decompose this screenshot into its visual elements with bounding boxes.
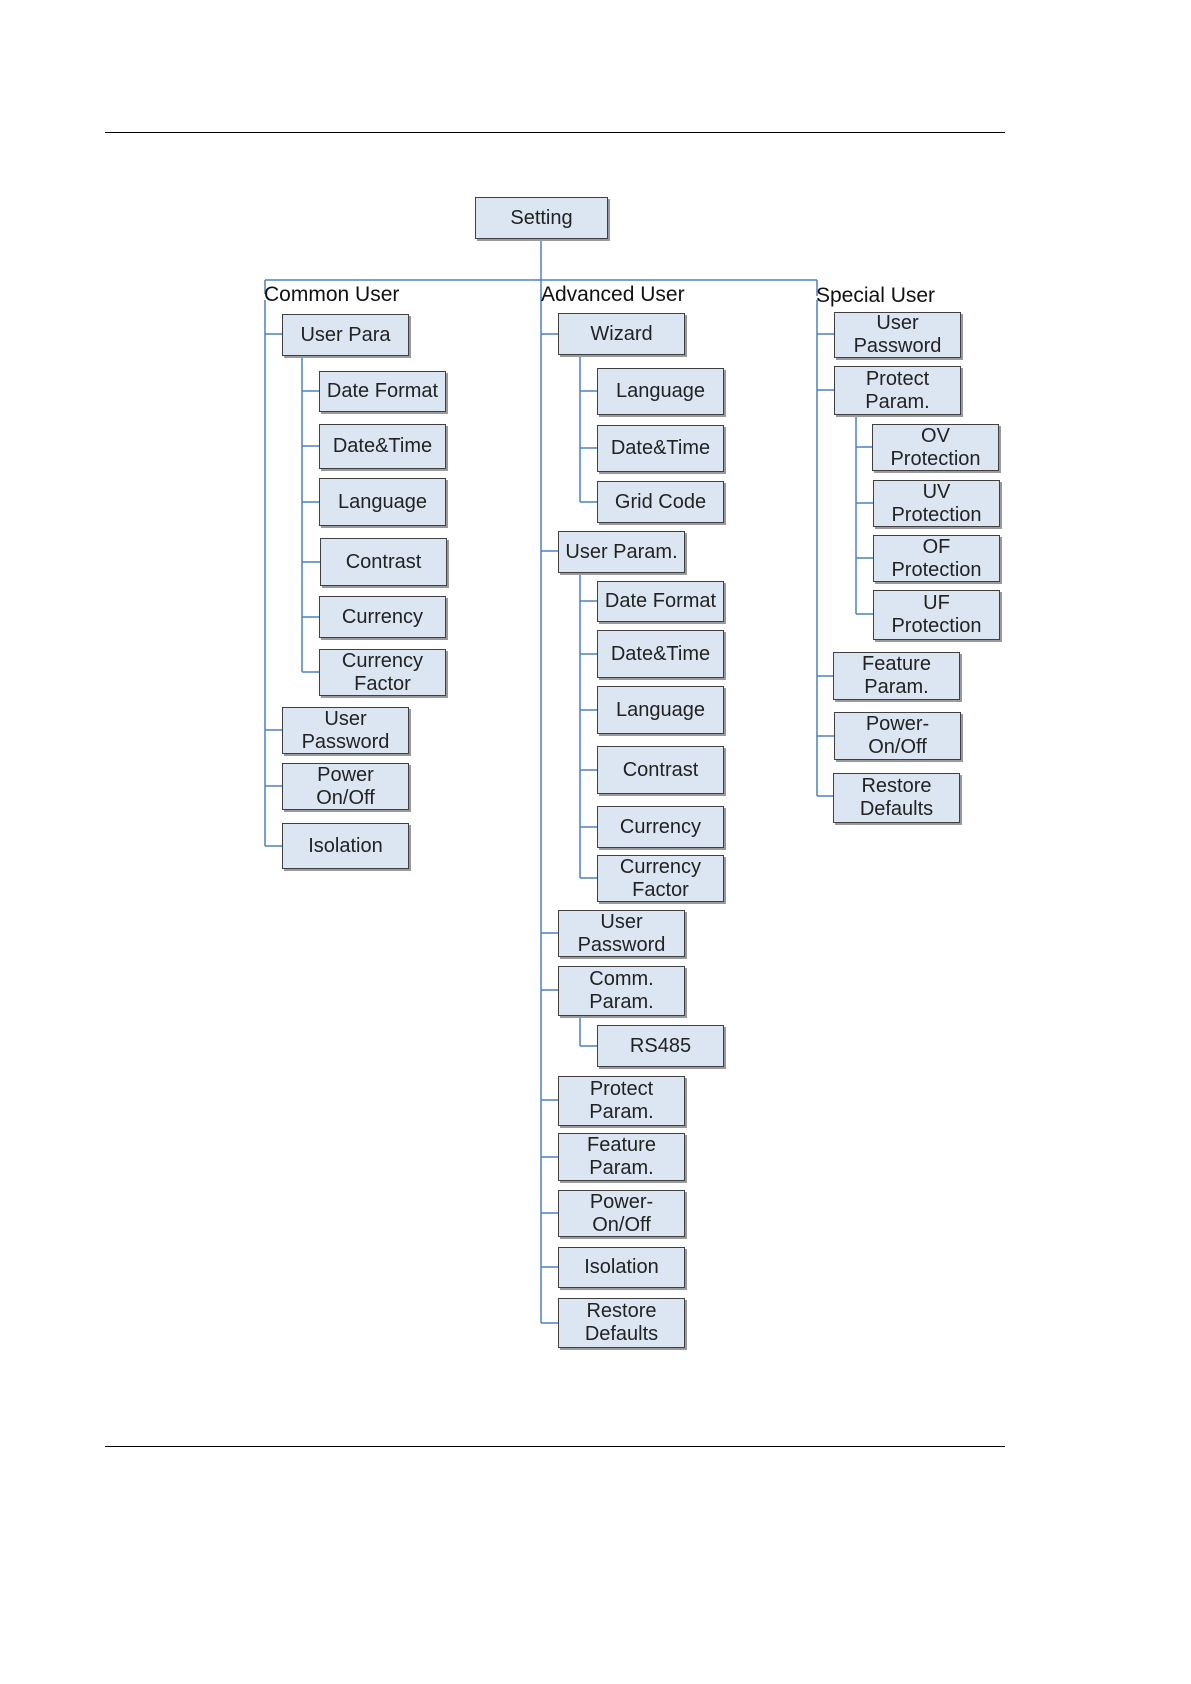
advanced-user-password-box: User Password [558, 910, 685, 957]
ov-protection-box: OV Protection [872, 424, 999, 471]
common-date-time-box: Date&Time [319, 424, 446, 469]
footer-rule [105, 1446, 1005, 1447]
common-currency-box: Currency [319, 596, 446, 638]
common-user-para-box: User Para [282, 314, 409, 356]
advanced-contrast-box: Contrast [597, 746, 724, 794]
advanced-isolation-box: Isolation [558, 1247, 685, 1288]
advanced-restore-defaults-box: Restore Defaults [558, 1298, 685, 1348]
special-restore-defaults-box: Restore Defaults [833, 773, 960, 823]
common-user-password-box: User Password [282, 707, 409, 754]
uf-protection-box: UF Protection [873, 590, 1000, 640]
common-isolation-box: Isolation [282, 823, 409, 869]
advanced-user-label: Advanced User [541, 283, 685, 306]
wizard-language-box: Language [597, 368, 724, 415]
advanced-protect-param-box: Protect Param. [558, 1076, 685, 1126]
advanced-date-time-box: Date&Time [597, 630, 724, 678]
of-protection-box: OF Protection [873, 535, 1000, 582]
special-protect-param-box: Protect Param. [834, 366, 961, 415]
special-power-onoff-box: Power- On/Off [834, 712, 961, 760]
advanced-comm-param-box: Comm. Param. [558, 966, 685, 1016]
advanced-date-format-box: Date Format [597, 581, 724, 622]
header-rule [105, 132, 1005, 133]
advanced-wizard-box: Wizard [558, 313, 685, 355]
advanced-user-param-box: User Param. [558, 531, 685, 573]
advanced-currency-factor-box: Currency Factor [597, 855, 724, 902]
common-date-format-box: Date Format [319, 371, 446, 412]
advanced-feature-param-box: Feature Param. [558, 1133, 685, 1181]
advanced-currency-box: Currency [597, 806, 724, 848]
setting-box: Setting [475, 197, 608, 239]
special-feature-param-box: Feature Param. [833, 652, 960, 700]
comm-rs485-box: RS485 [597, 1025, 724, 1067]
special-user-label: Special User [816, 284, 936, 307]
advanced-language-box: Language [597, 686, 724, 734]
common-language-box: Language [319, 478, 446, 526]
wizard-grid-code-box: Grid Code [597, 481, 724, 523]
common-power-onoff-box: Power On/Off [282, 763, 409, 810]
wizard-date-time-box: Date&Time [597, 425, 724, 472]
special-user-password-box: User Password [834, 312, 961, 358]
uv-protection-box: UV Protection [873, 480, 1000, 527]
common-contrast-box: Contrast [320, 538, 447, 586]
advanced-power-onoff-box: Power- On/Off [558, 1190, 685, 1237]
common-user-label: Common User [264, 283, 400, 306]
common-currency-factor-box: Currency Factor [319, 649, 446, 696]
